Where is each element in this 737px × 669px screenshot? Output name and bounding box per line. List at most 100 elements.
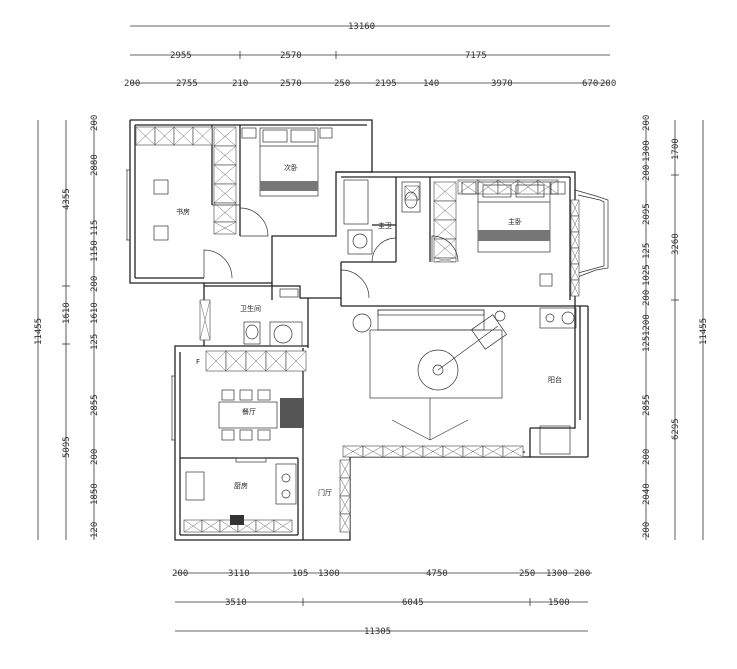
dim-top-total: 13160: [348, 22, 375, 32]
furniture: [153, 127, 577, 525]
dim-top-seg: 3970: [491, 79, 513, 89]
cabinet-unit: [205, 350, 227, 372]
dim-right-inner: 125: [642, 336, 652, 352]
dim-right-inner: 2095: [642, 203, 652, 225]
dim-left-inner: 1610: [90, 302, 100, 324]
cabinet-unit: [173, 126, 194, 146]
dim-top-seg: 2755: [176, 79, 198, 89]
cabinet-unit: [570, 231, 580, 249]
dim-left-seg: 1610: [62, 302, 72, 324]
cabinet-unit: [285, 350, 307, 372]
cabinet-unit: [433, 257, 457, 263]
balcony-washer: [539, 425, 571, 455]
dim-bottom-seg: 4750: [426, 569, 448, 579]
dim-left-inner: 1150: [90, 240, 100, 262]
cabinet-unit: [362, 445, 384, 458]
room-label-kitchen: 厨房: [234, 481, 248, 490]
dim-top-study: 2955: [170, 51, 192, 61]
dim-bottom-seg: 200: [172, 569, 188, 579]
dim-left-inner: 2855: [90, 394, 100, 416]
cabinet-unit: [570, 279, 580, 297]
right-dimensions: 200 1300 200 2095 125 1025 200 1200 125 …: [642, 115, 709, 540]
room-label-master-bedroom: 主卧: [508, 217, 522, 226]
dim-right-inner: 2855: [642, 394, 652, 416]
cabinet-unit: [433, 181, 457, 202]
room-label-foyer: 门厅: [318, 488, 332, 497]
dim-top-seg: 200: [600, 79, 616, 89]
cabinet-unit: [154, 126, 175, 146]
cabinet-unit: [201, 519, 221, 533]
dim-right-inner: 200: [642, 449, 652, 465]
dim-bottom-seg: 200: [574, 569, 590, 579]
cabinet-unit: [433, 200, 457, 221]
cabinet-unit: [404, 185, 420, 201]
cabinet-unit: [433, 238, 457, 259]
dim-left-total: 11455: [34, 318, 44, 345]
room-label-second-bedroom: 次卧: [284, 163, 298, 172]
cabinet-unit: [339, 495, 351, 515]
cabinet-unit: [213, 145, 237, 166]
master-toilet: [401, 181, 421, 213]
cabinet-unit: [537, 179, 559, 195]
cabinet-unit: [213, 221, 237, 235]
cabinet-unit: [213, 126, 237, 147]
bath-sink: [273, 324, 293, 344]
cabinet-unit: [462, 445, 484, 458]
doors: [203, 204, 459, 299]
cabinet-unit: [570, 247, 580, 265]
cabinet-unit: [402, 445, 424, 458]
top-dimensions: 13160 2955 2570 7175 200 2755 210 2570 2…: [124, 22, 616, 89]
dim-top-seg: 2570: [280, 79, 302, 89]
study-chair: [153, 179, 169, 195]
dim-bottom-seg: 1300: [318, 569, 340, 579]
coffee-table: [417, 349, 459, 391]
dim-bottom-seg: 3110: [228, 569, 250, 579]
dim-left-inner: 120: [90, 522, 100, 538]
dim-left-inner: 200: [90, 115, 100, 131]
cabinet-unit: [213, 202, 237, 223]
dim-right-total: 11455: [699, 318, 709, 345]
cabinet-unit: [339, 477, 351, 497]
dim-left-inner: 200: [90, 449, 100, 465]
master-chair: [539, 273, 553, 287]
cabinet-unit: [442, 445, 464, 458]
dim-left-inner: 1850: [90, 483, 100, 505]
study-chair: [153, 225, 169, 241]
room-label-study: 书房: [176, 207, 190, 216]
cabinet-unit: [339, 459, 351, 479]
dim-top-seg: 140: [423, 79, 439, 89]
cabinet-unit: [273, 519, 293, 533]
dim-right-inner: 200: [642, 115, 652, 131]
cabinet-unit: [433, 219, 457, 240]
dim-right-inner: 1025: [642, 264, 652, 286]
dim-top-seg: 250: [334, 79, 350, 89]
cabinets: [135, 126, 580, 533]
cabinet-unit: [225, 350, 247, 372]
dim-top-seg: 670: [582, 79, 598, 89]
dim-right-seg: 3260: [671, 233, 681, 255]
cabinet-unit: [213, 183, 237, 204]
dim-left-inner: 115: [90, 220, 100, 236]
dim-right-inner: 2040: [642, 483, 652, 505]
dim-left-inner: 200: [90, 276, 100, 292]
cabinet-unit: [422, 445, 444, 458]
cabinet-unit: [245, 350, 267, 372]
cabinet-unit: [482, 445, 504, 458]
dim-bottom-balcony: 1500: [548, 598, 570, 608]
room-label-dining: 餐厅: [242, 407, 256, 416]
bath-toilet: [243, 321, 261, 345]
cabinet-unit: [570, 199, 580, 217]
cabinet-unit: [382, 445, 404, 458]
dim-left-inner: 2880: [90, 154, 100, 176]
cabinet-unit: [265, 350, 287, 372]
bottom-dimensions: 200 3110 105 1300 4750 250 1300 200 3510…: [172, 569, 592, 637]
dim-right-inner: 200: [642, 165, 652, 181]
room-labels: 书房 次卧 主卫 主卧 卫生间 餐厅 阳台 厨房 门厅 F: [176, 163, 562, 497]
cabinet-unit: [339, 513, 351, 533]
dim-top-seg: 200: [124, 79, 140, 89]
dim-bottom-kitchen: 3510: [225, 598, 247, 608]
dim-bottom-seg: 1300: [546, 569, 568, 579]
room-label-bathroom: 卫生间: [240, 304, 261, 313]
master-shower: [343, 179, 369, 225]
dim-top-master: 7175: [465, 51, 487, 61]
